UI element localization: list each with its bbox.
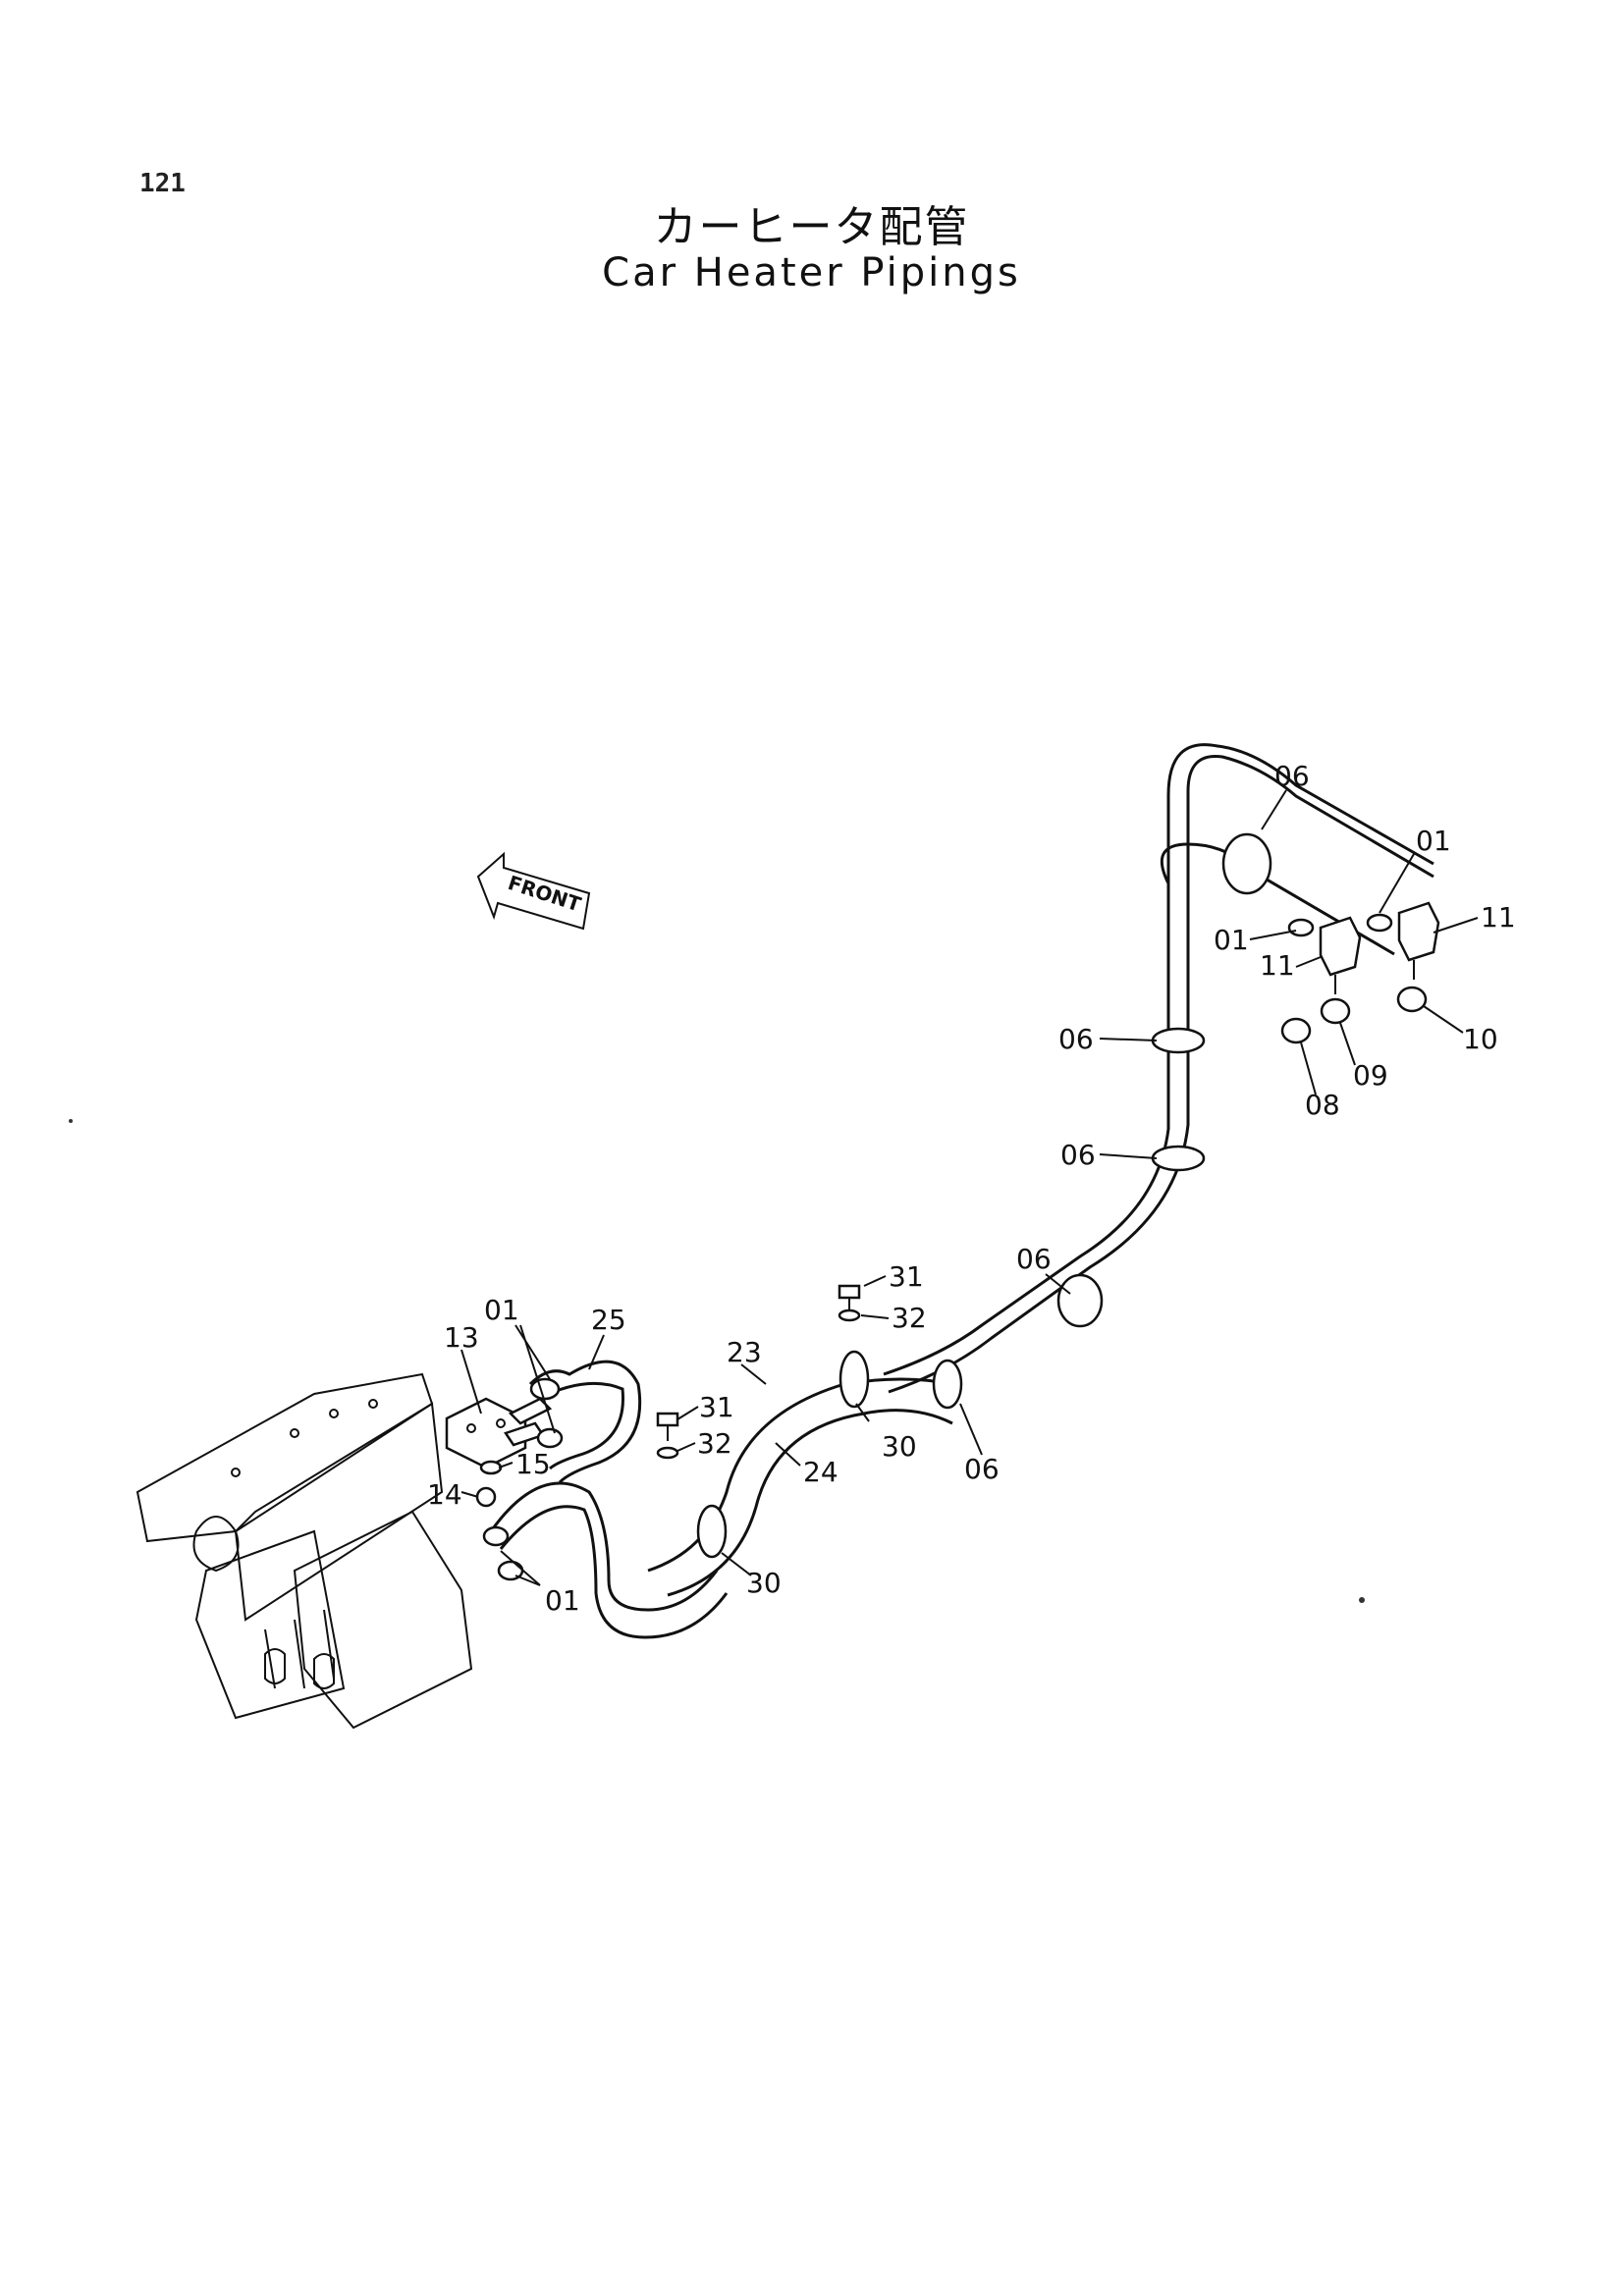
clamp-30-lower (696, 1504, 728, 1559)
title-english: Car Heater Pipings (602, 250, 1021, 295)
leader-lines (460, 789, 1479, 1586)
washer-32-lower (656, 1446, 679, 1460)
page-number: 121 (139, 169, 186, 198)
callout-06-middle: 06 (1060, 1139, 1096, 1171)
fitting-01-mid (1287, 918, 1315, 937)
callout-01-mid: 01 (1214, 924, 1249, 956)
fitting-01-top-right (1366, 913, 1393, 933)
callout-06-top: 06 (1274, 760, 1310, 792)
callout-25: 25 (591, 1304, 626, 1336)
bolt-31-lower (656, 1412, 679, 1441)
callout-09: 09 (1353, 1059, 1388, 1092)
callout-06-lower: 06 (964, 1453, 1000, 1485)
title-japanese: カーヒータ配管 (653, 202, 970, 252)
callout-11-right: 11 (1481, 901, 1516, 934)
callout-23: 23 (727, 1336, 762, 1368)
clamp-06-lower (932, 1359, 963, 1410)
callout-13: 13 (444, 1321, 479, 1354)
print-speck (1359, 1597, 1365, 1603)
callout-06-upper: 06 (1058, 1023, 1094, 1055)
bolt-14 (475, 1486, 497, 1508)
fitting-09 (1320, 997, 1351, 1025)
callout-08: 08 (1305, 1089, 1340, 1121)
fitting-08 (1280, 1017, 1312, 1044)
washer-32-upper (838, 1308, 861, 1322)
clamp-06-top (1221, 832, 1272, 895)
callout-32-upper: 32 (892, 1302, 927, 1334)
hose-25 (528, 1360, 642, 1484)
print-speck (69, 1119, 73, 1123)
callout-01-left-bottom: 01 (545, 1584, 580, 1617)
washer-15 (479, 1460, 503, 1475)
valve-11-right (1397, 901, 1440, 980)
callout-01-left-top: 01 (484, 1294, 519, 1326)
clamp-06-bend (1056, 1273, 1104, 1328)
valve-11-mid (1319, 916, 1362, 994)
clamp-30-upper (839, 1350, 870, 1409)
pipe-run-main (883, 743, 1434, 1394)
clamp-06-middle (1151, 1145, 1206, 1172)
callout-15: 15 (515, 1448, 551, 1480)
fitting-10 (1396, 986, 1428, 1013)
callout-14: 14 (427, 1478, 462, 1511)
callout-31-upper: 31 (889, 1260, 924, 1293)
callout-01-top-right: 01 (1416, 825, 1451, 857)
callout-labels: 06 01 11 01 11 06 10 09 08 06 06 31 32 0… (427, 760, 1516, 1617)
callout-11-mid: 11 (1260, 949, 1295, 982)
valve-13 (445, 1397, 553, 1469)
hose-loop-left (482, 1481, 729, 1639)
callout-30-lower: 30 (746, 1567, 782, 1599)
callout-31-lower: 31 (699, 1391, 734, 1423)
bolt-31-upper (838, 1284, 861, 1315)
heater-unit (135, 1372, 473, 1730)
callout-10: 10 (1463, 1023, 1498, 1055)
hose-23 (647, 1377, 953, 1573)
front-arrow-icon: FRONT (476, 851, 591, 931)
callout-32-lower: 32 (697, 1427, 732, 1460)
clamp-06-upper (1151, 1027, 1206, 1054)
callout-30-upper: 30 (882, 1430, 917, 1463)
callout-24: 24 (803, 1456, 839, 1488)
callout-06-bend: 06 (1016, 1243, 1052, 1275)
